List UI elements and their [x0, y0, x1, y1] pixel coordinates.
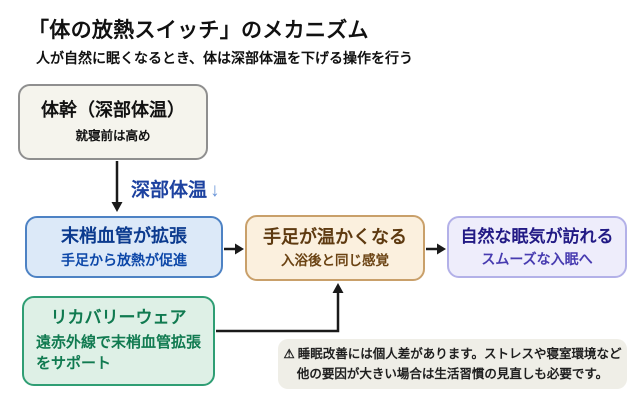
arrow-recovery-to-warm [216, 283, 344, 333]
recovery-box-title: リカバリーウェア [50, 308, 187, 327]
down-arrow-glyph: ↓ [210, 180, 220, 201]
warm-box-subtitle: 入浴後と同じ感覚 [281, 252, 389, 268]
recovery-wear-box: リカバリーウェア 遠赤外線で末梢血管拡張をサポート [22, 296, 215, 386]
page-title: 「体の放熱スイッチ」のメカニズム [28, 19, 369, 42]
recovery-box-subtitle: 遠赤外線で末梢血管拡張をサポート [36, 334, 202, 372]
disclaimer-line1: 睡眠改善には個人差があります。ストレスや寝室環境など [297, 347, 622, 361]
vessel-box-title: 末梢血管が拡張 [61, 226, 187, 246]
sleep-box-title: 自然な眠気が訪れる [460, 226, 614, 246]
trunk-core-temp-box: 体幹（深部体温） 就寝前は高め [18, 84, 208, 160]
natural-sleepiness-box: 自然な眠気が訪れる スムーズな入眠へ [447, 216, 627, 278]
trunk-box-title: 体幹（深部体温） [41, 100, 185, 121]
warm-hands-feet-box: 手足が温かくなる 入浴後と同じ感覚 [245, 215, 425, 281]
trunk-box-subtitle: 就寝前は高め [75, 128, 151, 143]
core-temp-drop-label: 深部体温↓ [131, 175, 220, 202]
arrow-right-vessel-to-warm [224, 243, 244, 255]
warm-box-title: 手足が温かくなる [263, 227, 407, 248]
warning-icon: ⚠ [283, 347, 295, 361]
arrow-down-trunk-to-vessel [111, 161, 123, 212]
sleep-box-subtitle: スムーズな入眠へ [481, 250, 593, 267]
disclaimer-note: ⚠睡眠改善には個人差があります。ストレスや寝室環境など 他の要因が大きい場合は生… [278, 339, 627, 389]
arrow-right-warm-to-sleep [426, 243, 446, 255]
disclaimer-line2: 他の要因が大きい場合は生活習慣の見直しも必要です。 [296, 367, 609, 381]
vessel-box-subtitle: 手足から放熱が促進 [61, 251, 187, 268]
page-subtitle: 人が自然に眠くなるとき、体は深部体温を下げる操作を行う [36, 50, 414, 66]
peripheral-vessel-box: 末梢血管が拡張 手足から放熱が促進 [25, 216, 223, 278]
core-temp-drop-text: 深部体温 [131, 180, 208, 201]
